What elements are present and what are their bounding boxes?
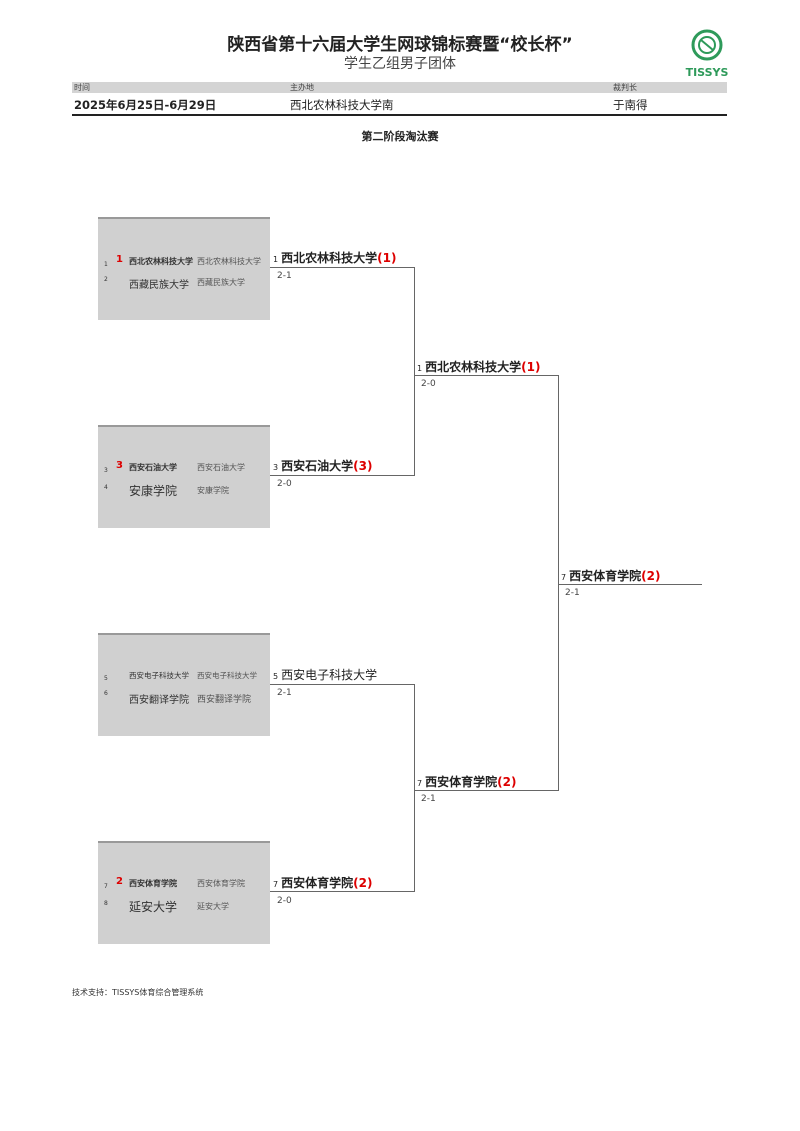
rank-badge: 2 xyxy=(116,876,123,887)
team-club: 西安石油大学 xyxy=(197,463,245,472)
rank-badge: (2) xyxy=(641,569,661,583)
team-name: 西安电子科技大学 xyxy=(129,671,189,680)
venue-value: 西北农林科技大学南 xyxy=(290,98,394,112)
seed-number: 6 xyxy=(104,690,108,697)
bracket-line xyxy=(414,684,415,892)
match-score: 2-1 xyxy=(277,688,292,698)
team-club: 安康学院 xyxy=(197,486,229,495)
seed-number: 8 xyxy=(104,900,108,907)
team-name: 西安石油大学 xyxy=(281,459,354,473)
rank-badge: (1) xyxy=(377,251,397,265)
team-name: 西藏民族大学 xyxy=(129,280,189,291)
team-name: 西安电子科技大学 xyxy=(281,668,378,682)
seed-number: 3 xyxy=(273,463,279,472)
match-score: 2-1 xyxy=(421,794,436,804)
team-name: 西北农林科技大学 xyxy=(129,257,193,266)
team-club: 西藏民族大学 xyxy=(197,278,245,287)
draw-box: 7 2 西安体育学院 西安体育学院 8 延安大学 延安大学 xyxy=(98,841,270,944)
bracket-line xyxy=(270,684,415,685)
seed-number: 1 xyxy=(104,261,108,268)
referee-value: 于南得 xyxy=(613,98,648,112)
team-name: 安康学院 xyxy=(129,484,178,498)
team-name: 西安体育学院 xyxy=(425,775,498,789)
seed-number: 1 xyxy=(273,255,279,264)
bracket-line xyxy=(270,267,415,268)
bracket-line xyxy=(558,375,559,791)
stage-title: 第二阶段淘汰赛 xyxy=(361,130,439,143)
team-name: 西安石油大学 xyxy=(129,463,177,472)
event-subtitle: 学生乙组男子团体 xyxy=(344,56,456,72)
bracket-line xyxy=(270,475,415,476)
page-title: 陕西省第十六届大学生网球锦标赛暨“校长杯” xyxy=(227,35,573,55)
seed-number: 5 xyxy=(104,675,108,682)
team-name: 西安体育学院 xyxy=(129,879,177,888)
seed-number: 7 xyxy=(104,883,108,890)
rank-badge: (1) xyxy=(521,360,541,374)
tissys-logo: TISSYS xyxy=(684,28,730,79)
team-club: 延安大学 xyxy=(197,902,229,911)
time-label: 时间 xyxy=(74,83,90,92)
seed-number: 4 xyxy=(104,484,108,491)
team-name: 西北农林科技大学 xyxy=(281,251,378,265)
team-name: 西安体育学院 xyxy=(281,876,354,890)
draw-box: 5 西安电子科技大学 西安电子科技大学 6 西安翻译学院 西安翻译学院 xyxy=(98,633,270,736)
team-club: 西安翻译学院 xyxy=(197,695,252,705)
seed-number: 3 xyxy=(104,467,108,474)
team-name: 西北农林科技大学 xyxy=(425,360,522,374)
match-score: 2-0 xyxy=(421,379,436,389)
match-score: 2-1 xyxy=(277,271,292,281)
bracket-line xyxy=(558,584,702,585)
bracket-line xyxy=(270,891,415,892)
team-club: 西北农林科技大学 xyxy=(197,257,261,266)
bracket-line xyxy=(414,375,559,376)
rank-badge: (2) xyxy=(353,876,373,890)
seed-number: 7 xyxy=(417,779,423,788)
seed-number: 7 xyxy=(561,573,567,582)
seed-number: 5 xyxy=(273,672,279,681)
draw-box: 1 1 西北农林科技大学 西北农林科技大学 2 西藏民族大学 西藏民族大学 xyxy=(98,217,270,320)
team-name: 西安翻译学院 xyxy=(129,695,189,706)
info-header-bar xyxy=(72,82,727,93)
seed-number: 7 xyxy=(273,880,279,889)
header-divider xyxy=(72,114,727,116)
team-name: 延安大学 xyxy=(129,900,178,914)
seed-number: 1 xyxy=(417,364,423,373)
seed-number: 2 xyxy=(104,276,108,283)
tennis-ball-icon xyxy=(691,29,723,61)
team-club: 西安体育学院 xyxy=(197,879,245,888)
draw-box: 3 3 西安石油大学 西安石油大学 4 安康学院 安康学院 xyxy=(98,425,270,528)
team-name: 西安体育学院 xyxy=(569,569,642,583)
bracket-line xyxy=(414,790,559,791)
match-score: 2-1 xyxy=(565,588,580,598)
match-score: 2-0 xyxy=(277,896,292,906)
footer-credit: 技术支持：TISSYS体育综合管理系统 xyxy=(72,988,204,997)
team-club: 西安电子科技大学 xyxy=(197,671,257,680)
rank-badge: (3) xyxy=(353,459,373,473)
bracket-line xyxy=(414,267,415,476)
rank-badge: 3 xyxy=(116,460,123,471)
rank-badge: 1 xyxy=(116,254,123,265)
logo-text: TISSYS xyxy=(685,66,729,79)
match-score: 2-0 xyxy=(277,479,292,489)
rank-badge: (2) xyxy=(497,775,517,789)
referee-label: 裁判长 xyxy=(613,83,637,92)
venue-label: 主办地 xyxy=(290,83,314,92)
time-value: 2025年6月25日-6月29日 xyxy=(74,98,217,112)
